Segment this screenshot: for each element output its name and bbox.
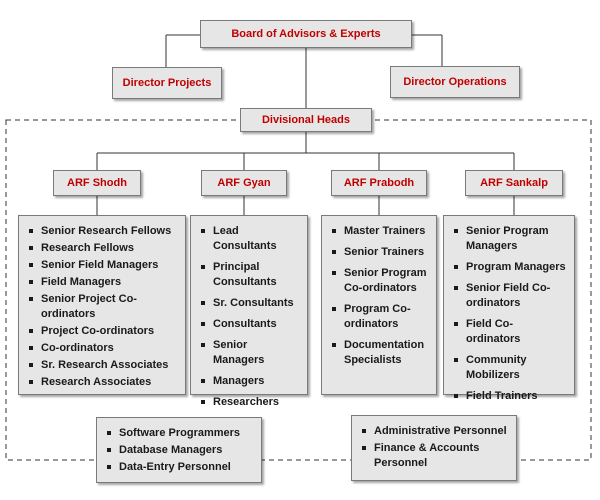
list-item: Documentation Specialists xyxy=(330,338,428,368)
arf-sankalp-node: ARF Sankalp xyxy=(465,170,563,196)
shodh-roles-list: Senior Research Fellows Research Fellows… xyxy=(18,215,186,395)
list-item: Senior Field Managers xyxy=(27,258,177,273)
list-item: Sr. Consultants xyxy=(199,296,299,311)
list-item: Lead Consultants xyxy=(199,224,299,254)
list-item: Senior Managers xyxy=(199,338,299,368)
list-item: Database Managers xyxy=(105,443,253,458)
list-item: Program Co-ordinators xyxy=(330,302,428,332)
sankalp-roles-list: Senior Program Managers Program Managers… xyxy=(443,215,575,402)
list-item: Principal Consultants xyxy=(199,260,299,290)
arf-shodh-node: ARF Shodh xyxy=(53,170,141,196)
list-item: Administrative Personnel xyxy=(360,424,508,439)
list-item: Field Managers xyxy=(27,275,177,290)
list-item: Software Programmers xyxy=(105,426,253,441)
list-item: Consultants xyxy=(199,317,299,332)
divisional-heads-node: Divisional Heads xyxy=(240,108,372,132)
list-item: Field Co-ordinators xyxy=(452,317,566,347)
list-item: Senior Project Co-ordinators xyxy=(27,292,177,322)
board-node: Board of Advisors & Experts xyxy=(200,20,412,48)
list-item: Co-ordinators xyxy=(27,341,177,356)
list-item: Senior Research Fellows xyxy=(27,224,177,239)
prabodh-roles-list: Master Trainers Senior Trainers Senior P… xyxy=(321,215,437,395)
tech-roles-list: Software Programmers Database Managers D… xyxy=(96,417,262,483)
list-item: Master Trainers xyxy=(330,224,428,239)
list-item: Senior Program Managers xyxy=(452,224,566,254)
list-item: Community Mobilizers xyxy=(452,353,566,383)
list-item: Managers xyxy=(199,374,299,389)
list-item: Senior Trainers xyxy=(330,245,428,260)
list-item: Research Fellows xyxy=(27,241,177,256)
list-item: Data-Entry Personnel xyxy=(105,460,253,475)
gyan-roles-list: Lead Consultants Principal Consultants S… xyxy=(190,215,308,408)
list-item: Senior Program Co-ordinators xyxy=(330,266,428,296)
arf-gyan-node: ARF Gyan xyxy=(201,170,287,196)
admin-roles-list: Administrative Personnel Finance & Accou… xyxy=(351,415,517,481)
list-item: Program Managers xyxy=(452,260,566,275)
list-item: Finance & Accounts Personnel xyxy=(360,441,508,471)
list-item: Field Trainers xyxy=(452,389,566,404)
list-item: Sr. Research Associates xyxy=(27,358,177,373)
director-projects-node: Director Projects xyxy=(112,67,222,99)
director-operations-node: Director Operations xyxy=(390,66,520,98)
arf-prabodh-node: ARF Prabodh xyxy=(331,170,427,196)
list-item: Researchers xyxy=(199,395,299,410)
list-item: Research Associates xyxy=(27,375,177,390)
list-item: Senior Field Co-ordinators xyxy=(452,281,566,311)
list-item: Project Co-ordinators xyxy=(27,324,177,339)
